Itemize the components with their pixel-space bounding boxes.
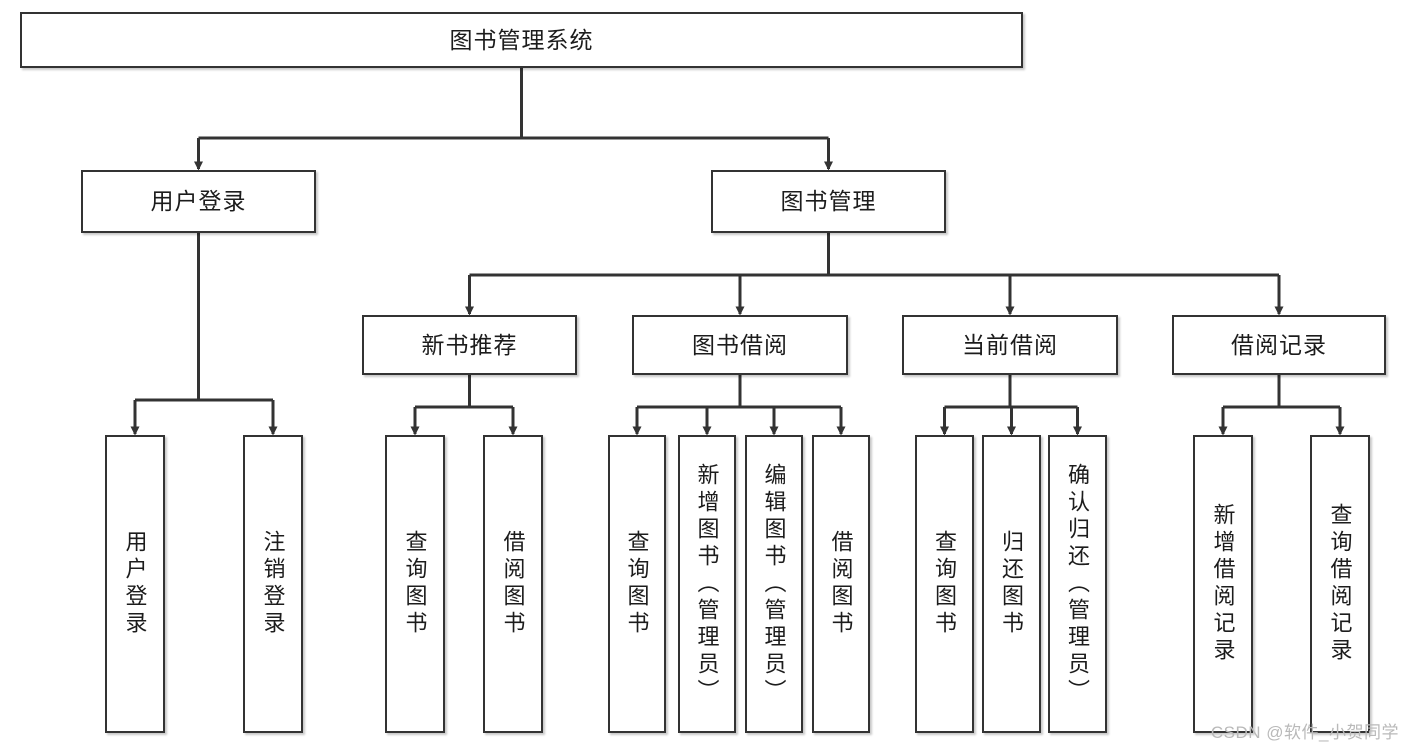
- node-label: 新增图书（管理员）: [694, 462, 720, 706]
- node-label: 编辑图书（管理员）: [761, 462, 787, 706]
- node-root-label: 图书管理系统: [449, 26, 594, 53]
- node-label: 新增借阅记录: [1210, 503, 1236, 665]
- node-label: 图书管理: [780, 188, 877, 215]
- node-leaf-add-book-admin[interactable]: 新增图书（管理员）: [678, 435, 736, 733]
- node-leaf-query-book-borrow[interactable]: 查询图书: [608, 435, 666, 733]
- node-label: 当前借阅: [962, 331, 1058, 358]
- node-level3-new-book-recommend[interactable]: 新书推荐: [362, 315, 577, 375]
- node-label: 注销登录: [260, 530, 286, 638]
- node-leaf-user-login[interactable]: 用户登录: [105, 435, 165, 733]
- edges-group: [130, 68, 1345, 436]
- node-leaf-borrow-book-recommend[interactable]: 借阅图书: [483, 435, 543, 733]
- node-label: 借阅记录: [1231, 331, 1327, 358]
- node-leaf-edit-book-admin[interactable]: 编辑图书（管理员）: [745, 435, 803, 733]
- node-label: 新书推荐: [421, 331, 518, 358]
- node-leaf-query-book-current[interactable]: 查询图书: [915, 435, 974, 733]
- node-label: 确认归还（管理员）: [1065, 462, 1091, 706]
- node-leaf-add-borrow-record[interactable]: 新增借阅记录: [1193, 435, 1253, 733]
- node-level3-book-borrow[interactable]: 图书借阅: [632, 315, 848, 375]
- node-leaf-query-book-recommend[interactable]: 查询图书: [385, 435, 445, 733]
- node-root[interactable]: 图书管理系统: [20, 12, 1023, 68]
- node-level2-book-management[interactable]: 图书管理: [711, 170, 946, 233]
- watermark: CSDN @软件_小贺同学: [1210, 723, 1399, 742]
- node-label: 归还图书: [999, 530, 1025, 638]
- node-leaf-query-borrow-record[interactable]: 查询借阅记录: [1310, 435, 1370, 733]
- node-label: 查询图书: [932, 530, 958, 638]
- node-label: 借阅图书: [500, 530, 526, 638]
- node-level3-borrow-record[interactable]: 借阅记录: [1172, 315, 1386, 375]
- node-label: 图书借阅: [692, 331, 788, 358]
- node-level2-user-login[interactable]: 用户登录: [81, 170, 316, 233]
- node-leaf-confirm-return-admin[interactable]: 确认归还（管理员）: [1048, 435, 1107, 733]
- node-leaf-borrow-book[interactable]: 借阅图书: [812, 435, 870, 733]
- node-label: 查询图书: [402, 530, 428, 638]
- node-leaf-logout[interactable]: 注销登录: [243, 435, 303, 733]
- node-label: 查询借阅记录: [1327, 503, 1353, 665]
- node-label: 用户登录: [122, 530, 148, 638]
- node-level3-current-borrow[interactable]: 当前借阅: [902, 315, 1118, 375]
- node-label: 借阅图书: [828, 530, 854, 638]
- node-leaf-return-book[interactable]: 归还图书: [982, 435, 1041, 733]
- node-label: 查询图书: [624, 530, 650, 638]
- node-label: 用户登录: [150, 188, 247, 215]
